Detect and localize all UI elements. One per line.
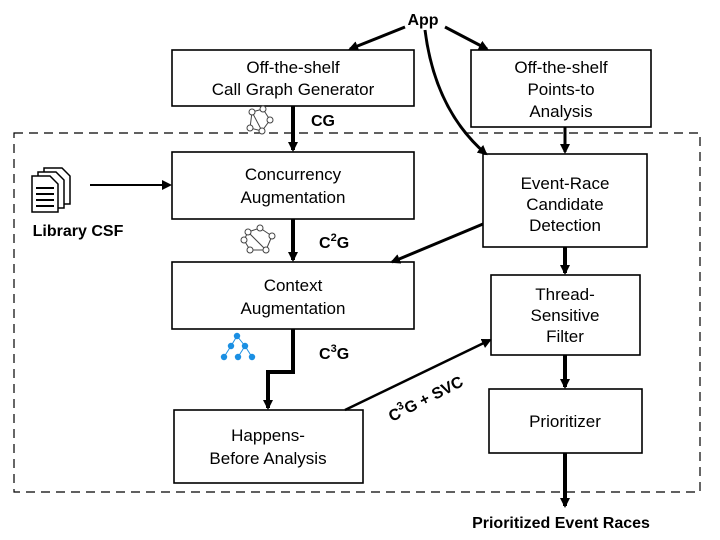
- document-stack-icon: [31, 167, 71, 213]
- call-graph-generator-box: Off-the-shelf Call Graph Generator: [171, 49, 415, 107]
- concurrency-augmentation-box: Concurrency Augmentation: [171, 151, 415, 220]
- cyclic-graph-icon: [246, 105, 274, 135]
- filter-line-3: Filter: [546, 327, 584, 346]
- concurrency-line-2: Augmentation: [241, 188, 346, 207]
- call-graph-line-1: Off-the-shelf: [246, 58, 340, 77]
- app-label: App: [407, 12, 438, 29]
- label-c3g: C3G: [319, 343, 349, 363]
- edge-app-eventrace: [423, 29, 488, 156]
- edge-c3g: [263, 329, 295, 410]
- output-label: Prioritized Event Races: [472, 515, 650, 532]
- thread-sensitive-filter-box: Thread- Sensitive Filter: [490, 274, 641, 356]
- prioritizer-line-1: Prioritizer: [529, 412, 601, 431]
- edge-c3g-svc: [344, 338, 492, 412]
- edge-app-pointsto: [444, 25, 489, 51]
- filter-line-2: Sensitive: [531, 306, 600, 325]
- happens-before-line-1: Happens-: [231, 426, 305, 445]
- points-to-line-2: Points-to: [527, 80, 594, 99]
- edge-eventrace-context: [390, 222, 484, 264]
- edges: [90, 25, 570, 508]
- context-augmentation-box: Context Augmentation: [171, 261, 415, 330]
- concurrency-line-1: Concurrency: [245, 165, 342, 184]
- event-race-line-1: Event-Race: [521, 174, 610, 193]
- points-to-analysis-box: Off-the-shelf Points-to Analysis: [470, 49, 652, 128]
- happens-before-line-2: Before Analysis: [209, 449, 326, 468]
- filter-line-1: Thread-: [535, 285, 595, 304]
- cyclic-graph-icon-2: [240, 224, 276, 254]
- label-c2g: C2G: [319, 232, 349, 252]
- event-race-line-3: Detection: [529, 216, 601, 235]
- edge-app-callgraph: [348, 25, 406, 51]
- points-to-line-1: Off-the-shelf: [514, 58, 608, 77]
- tree-graph-icon: [220, 332, 256, 361]
- label-cg: CG: [311, 113, 335, 130]
- event-race-detection-box: Event-Race Candidate Detection: [482, 153, 648, 248]
- framework-boundary: [13, 132, 701, 493]
- happens-before-analysis-box: Happens- Before Analysis: [173, 409, 364, 484]
- label-c3g-svc: C3G + SVC: [385, 371, 467, 426]
- call-graph-line-2: Call Graph Generator: [212, 80, 375, 99]
- prioritizer-box: Prioritizer: [488, 388, 643, 454]
- library-csf-label: Library CSF: [33, 223, 124, 240]
- context-line-2: Augmentation: [241, 299, 346, 318]
- event-race-line-2: Candidate: [526, 195, 604, 214]
- points-to-line-3: Analysis: [529, 102, 592, 121]
- context-line-1: Context: [264, 276, 323, 295]
